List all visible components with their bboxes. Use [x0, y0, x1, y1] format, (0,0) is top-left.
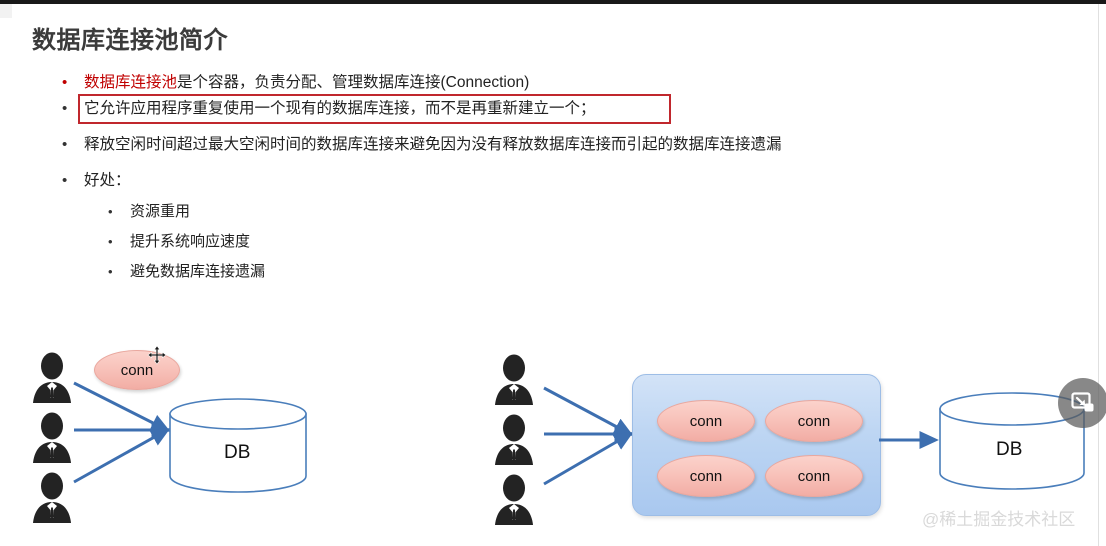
- bullet-rest-text: 释放空闲时间超过最大空闲时间的数据库连接来避免因为没有释放数据库连接而引起的数据…: [84, 136, 782, 153]
- player-left-nub: [0, 4, 12, 18]
- emphasis-rectangle: [78, 94, 671, 124]
- sub-bullet-item-1: • 资源重用: [108, 203, 190, 221]
- database-cylinder-left: [169, 398, 307, 493]
- conn-label: conn: [689, 412, 723, 430]
- connection-pool-box: [632, 374, 881, 516]
- sub-bullet-text: 提升系统响应速度: [130, 233, 251, 250]
- bullet-rest-text: 好处：: [84, 172, 131, 189]
- conn-ellipse-floating[interactable]: conn: [94, 350, 180, 390]
- bullet-item-2: • 它允许应用程序重复使用一个现有的数据库连接，而不是再重新建立一个；: [62, 100, 596, 119]
- player-top-bar: [0, 0, 1106, 4]
- person-icon: [494, 474, 534, 526]
- bullet-item-3: • 释放空闲时间超过最大空闲时间的数据库连接来避免因为没有释放数据库连接而引起的…: [62, 136, 782, 155]
- watermark-text: @稀土掘金技术社区: [922, 510, 1076, 529]
- bullet-marker: •: [62, 136, 68, 153]
- sub-bullet-text: 资源重用: [130, 203, 191, 220]
- person-icon: [494, 414, 534, 466]
- person-icon: [494, 354, 534, 406]
- person-icon: [32, 412, 72, 464]
- bullet-item-1: • 数据库连接池是个容器，负责分配、管理数据库连接(Connection): [62, 74, 529, 93]
- bullet-text: 数据库连接池是个容器，负责分配、管理数据库连接(Connection): [84, 74, 529, 93]
- sub-bullet-text: 避免数据库连接遗漏: [130, 263, 266, 280]
- conn-ellipse-pool-4[interactable]: conn: [765, 455, 863, 497]
- bullet-marker: •: [62, 172, 68, 189]
- bullet-highlight-text: 数据库连接池: [84, 74, 178, 91]
- conn-label: conn: [689, 467, 723, 485]
- database-cylinder-right: [939, 392, 1085, 490]
- bullet-marker: •: [62, 74, 68, 91]
- bullet-item-4: • 好处：: [62, 172, 131, 191]
- database-label-left: DB: [224, 442, 251, 463]
- sub-bullet-item-2: • 提升系统响应速度: [108, 233, 250, 251]
- pool-to-database-arrow: [879, 431, 939, 449]
- right-divider-line: [1098, 4, 1099, 546]
- bullet-marker: •: [62, 100, 68, 117]
- right-gutter: [1099, 4, 1106, 546]
- move-cursor-icon: [147, 345, 167, 365]
- bullet-marker: •: [108, 264, 113, 279]
- conn-ellipse-pool-3[interactable]: conn: [657, 455, 755, 497]
- connection-arrows-left: [73, 381, 171, 484]
- conn-label: conn: [797, 412, 831, 430]
- person-icon: [32, 352, 72, 404]
- sub-bullet-item-3: • 避免数据库连接遗漏: [108, 263, 265, 281]
- conn-ellipse-pool-2[interactable]: conn: [765, 400, 863, 442]
- connection-arrows-right: [543, 386, 634, 486]
- conn-label: conn: [120, 361, 154, 379]
- person-icon: [32, 472, 72, 524]
- bullet-marker: •: [108, 234, 113, 249]
- bullet-rest-text: 是个容器，负责分配、管理数据库连接(Connection): [177, 74, 530, 91]
- page-title: 数据库连接池简介: [32, 27, 228, 54]
- conn-ellipse-pool-1[interactable]: conn: [657, 400, 755, 442]
- picture-in-picture-icon: [1071, 392, 1094, 412]
- bullet-marker: •: [108, 204, 113, 219]
- database-label-right: DB: [996, 439, 1023, 460]
- picture-in-picture-button[interactable]: [1058, 378, 1106, 428]
- conn-label: conn: [797, 467, 831, 485]
- bullet-rest-text: 它允许应用程序重复使用一个现有的数据库连接，而不是再重新建立一个；: [84, 100, 596, 117]
